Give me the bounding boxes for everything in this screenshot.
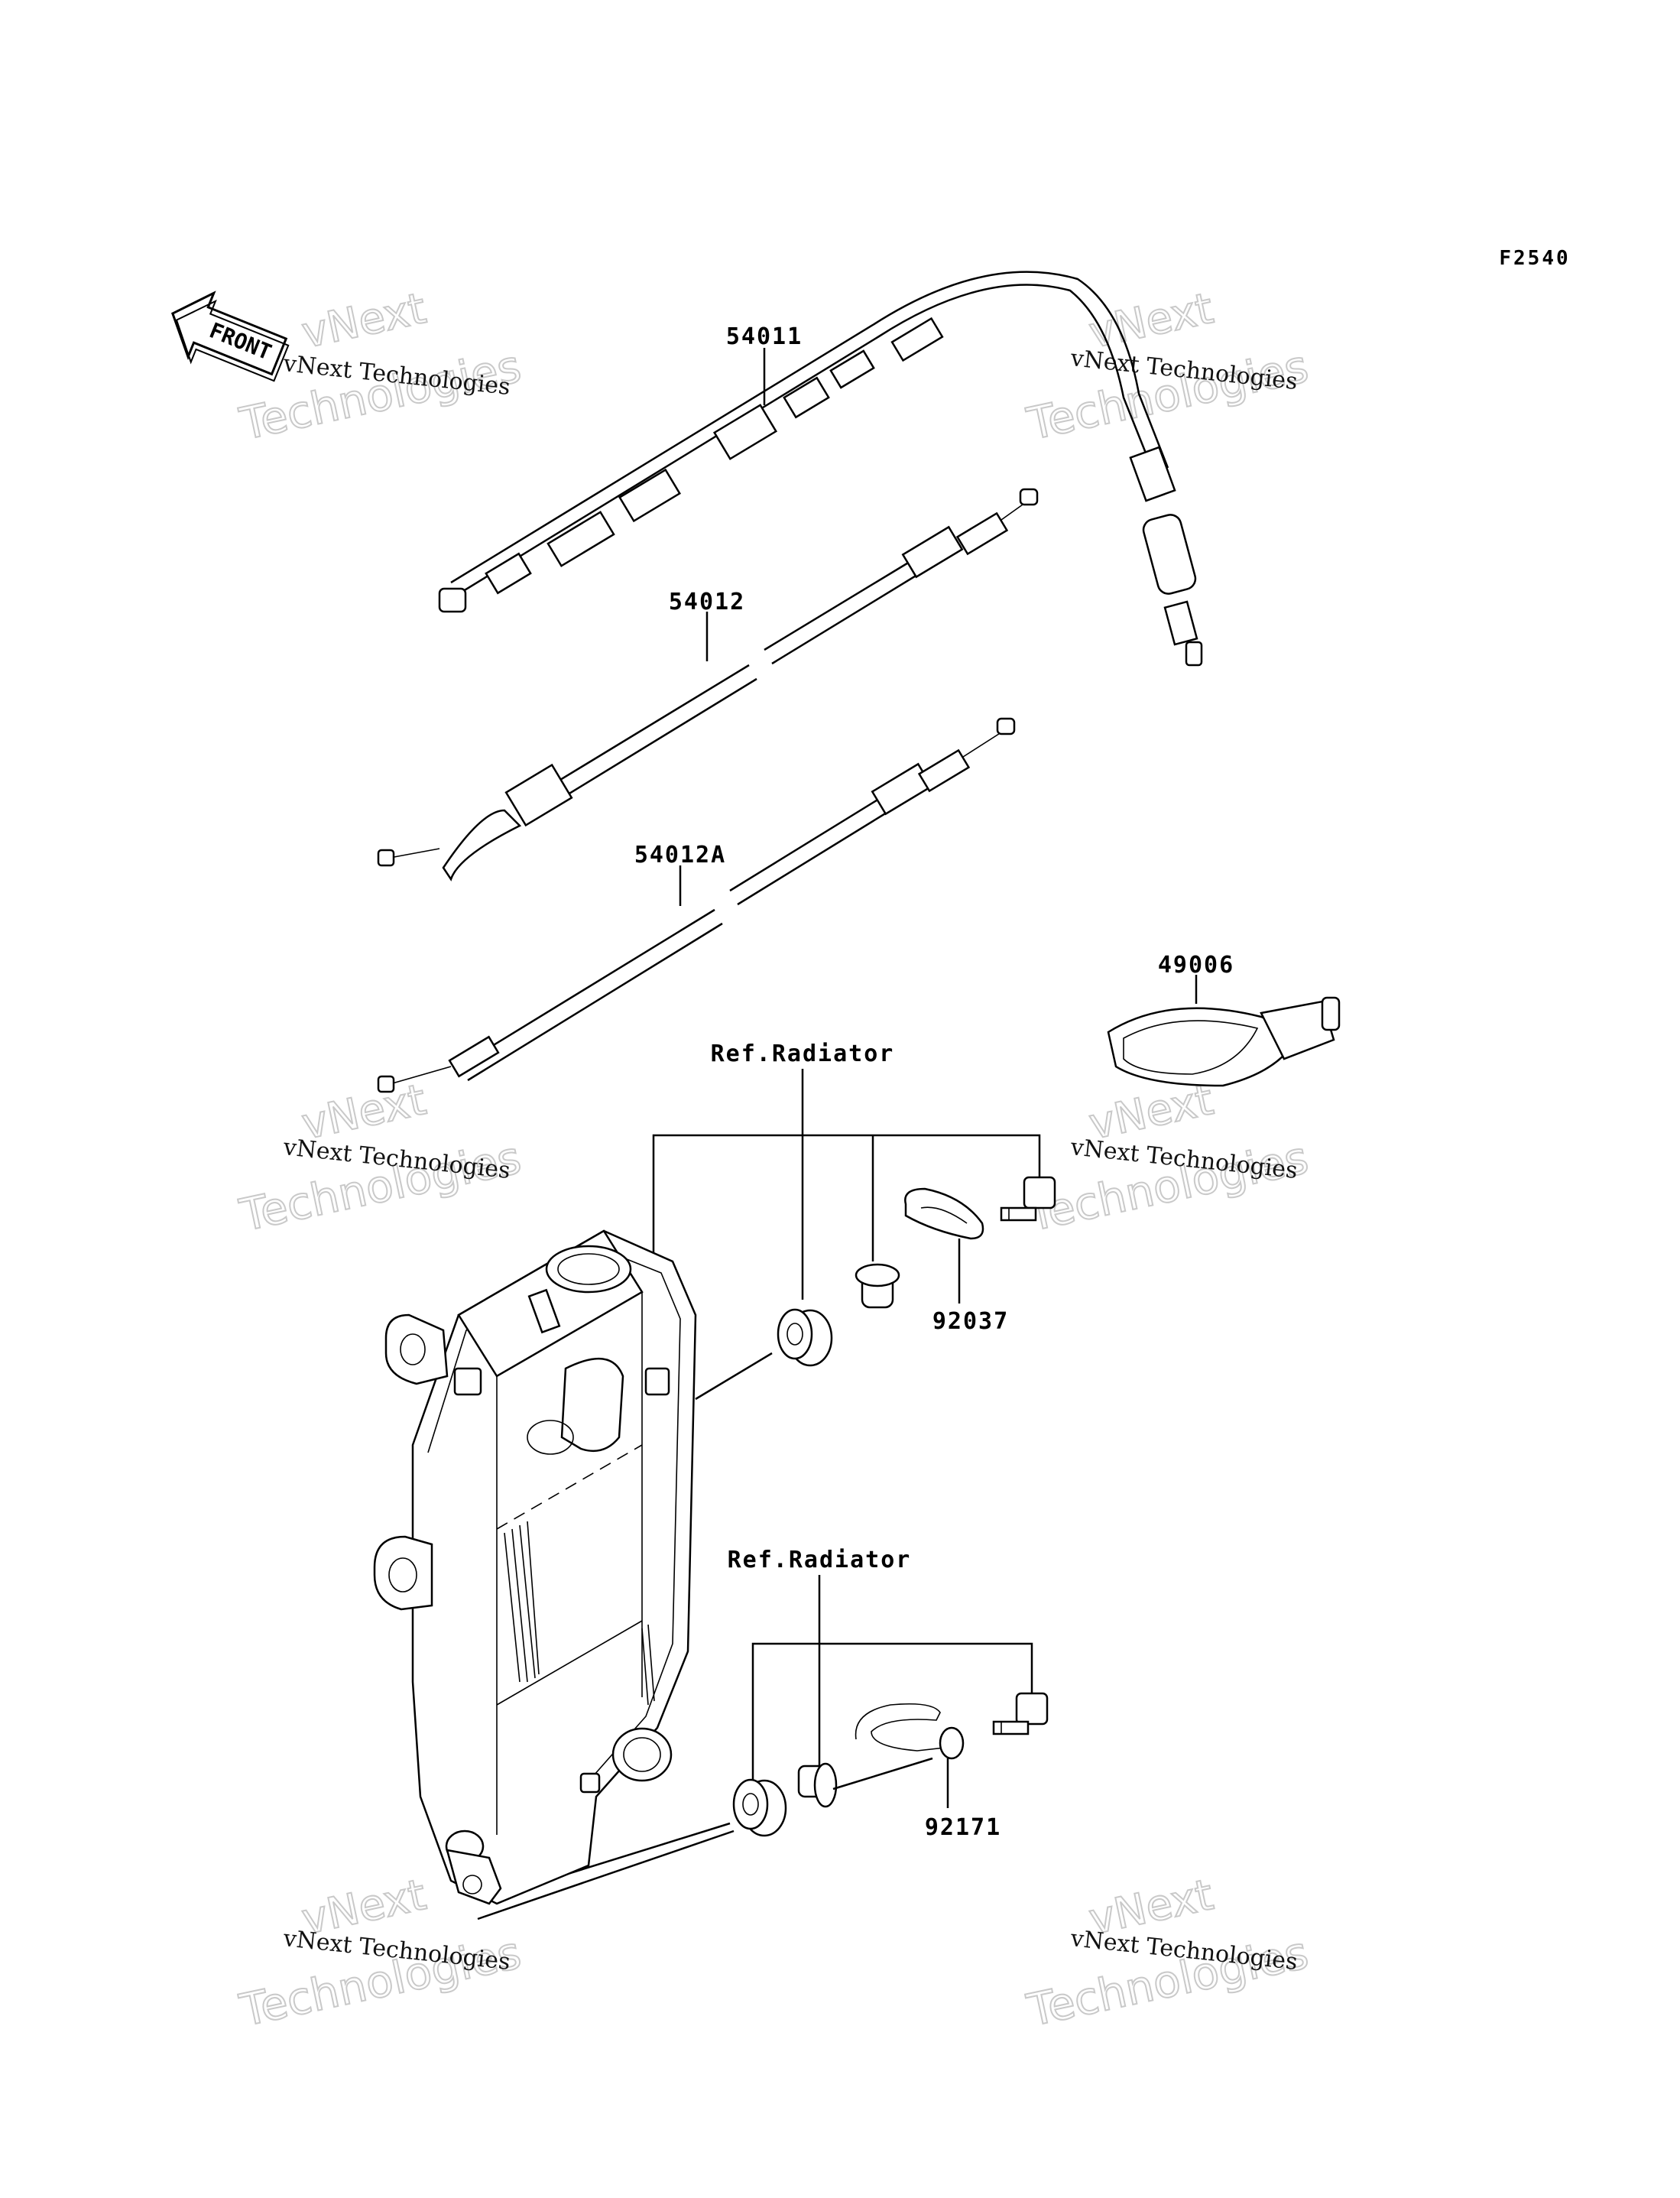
bolt-upper <box>1000 1176 1056 1222</box>
front-arrow-icon: FRONT <box>170 291 290 382</box>
watermark-bottom-right: vNext Technologies vNext Technologies <box>1022 1869 1314 2037</box>
watermark-mid-left: vNext Technologies vNext Technologies <box>235 1074 527 1242</box>
radiator-reference-drawing <box>373 1229 697 1905</box>
collar-lower <box>797 1762 838 1808</box>
reference-label-radiator-upper: Ref.Radiator <box>711 1041 895 1067</box>
part-54011-clutch-cable <box>438 271 1203 667</box>
part-number-92171: 92171 <box>925 1814 1001 1841</box>
watermark-vnext: vNext <box>1085 284 1218 359</box>
watermark-mid-right: vNext Technologies vNext Technologies <box>1022 1074 1314 1242</box>
collar-upper <box>855 1263 900 1309</box>
part-54012-throttle-cable <box>377 488 1039 881</box>
part-number-92037: 92037 <box>932 1308 1009 1335</box>
part-54012A-throttle-cable <box>377 717 1016 1093</box>
part-number-49006: 49006 <box>1158 952 1234 979</box>
upper-mount-group <box>652 1069 1056 1401</box>
lower-mount-group <box>477 1575 1049 1920</box>
part-number-54011: 54011 <box>726 323 803 350</box>
watermark-vnext: vNext <box>297 284 430 359</box>
watermark-top-right: vNext Technologies vNext Technologies <box>1022 283 1314 451</box>
radiator-core-fins <box>504 1521 655 1706</box>
figure-id: F2540 <box>1499 247 1570 270</box>
reference-label-radiator-lower: Ref.Radiator <box>728 1547 912 1573</box>
part-number-54012A: 54012A <box>634 842 726 868</box>
grommet-upper <box>777 1308 833 1367</box>
part-49006-cover <box>1107 975 1341 1087</box>
part-92037-clip <box>904 1187 984 1240</box>
grommet-lower <box>732 1778 787 1837</box>
part-number-54012: 54012 <box>669 589 745 615</box>
part-92171-clamp <box>855 1703 965 1760</box>
bolt-lower <box>992 1692 1049 1735</box>
